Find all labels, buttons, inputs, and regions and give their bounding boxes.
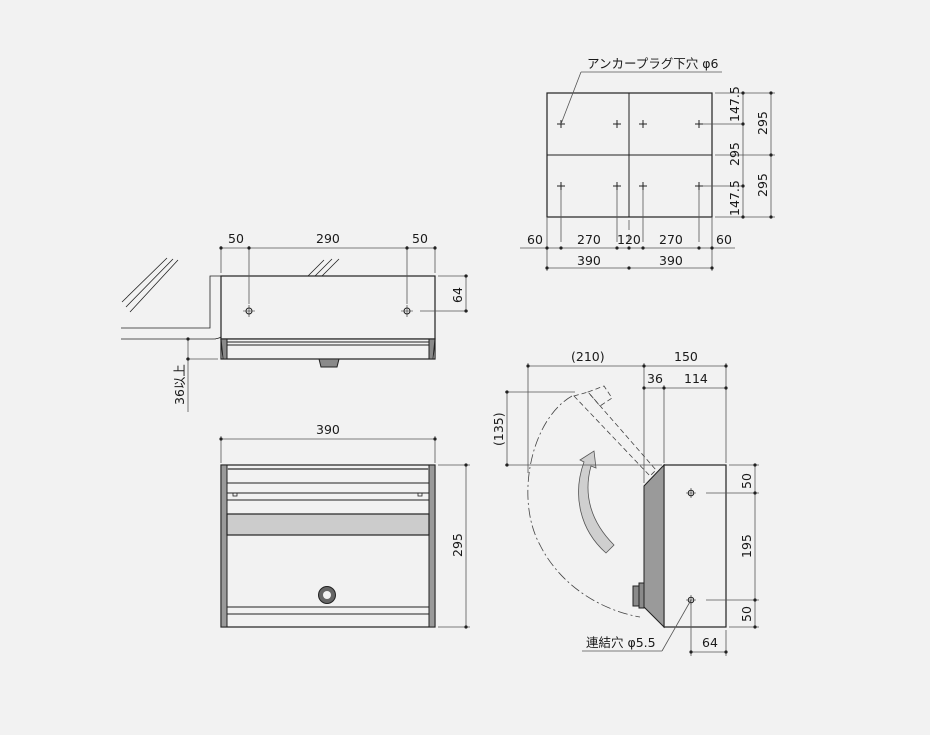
dim-390-left: 390 [577,253,601,268]
dim-120: 120 [617,232,641,247]
dim-195: 195 [739,534,754,558]
dim-114: 114 [684,371,708,386]
front-view: 390 295 [219,422,470,629]
dim-hole-offset-64: 64 [702,635,718,650]
side-view: 連結穴 φ5.5 (210) 150 36 114 (135) 50 195 5… [491,349,759,656]
opening-arrow-icon [578,450,615,554]
dim-64: 64 [450,287,465,303]
handle-icon [318,358,340,368]
dim-open-height: (135) [491,412,506,446]
dim-295-outer-bottom: 295 [755,173,770,197]
dim-290: 290 [316,231,340,246]
dim-390-width: 390 [316,422,340,437]
dim-50-right: 50 [412,231,428,246]
dim-50-left: 50 [228,231,244,246]
anchor-hole-icon [557,120,703,190]
dim-147.5-bottom: 147.5 [727,180,742,216]
dim-60-right: 60 [716,232,732,247]
connecting-hole-callout: 連結穴 φ5.5 [586,635,656,650]
dim-295-outer-top: 295 [755,111,770,135]
lid-profile [643,463,665,629]
clearance-label: 36以上 [172,364,187,405]
dim-390-right: 390 [659,253,683,268]
dim-270-left: 270 [577,232,601,247]
dim-60-left: 60 [527,232,543,247]
dim-270-right: 270 [659,232,683,247]
dim-50-bottom: 50 [739,606,754,622]
top-view: 50 290 50 64 36以上 [121,231,468,412]
dim-36: 36 [647,371,663,386]
dim-150: 150 [674,349,698,364]
dim-147.5-top: 147.5 [727,86,742,122]
anchor-plan-view: アンカープラグ下穴 φ6 60 270 120 270 60 390 390 1… [520,56,775,271]
dim-open-reach: (210) [571,349,605,364]
mounting-hole-icon [243,305,413,317]
anchor-hole-callout: アンカープラグ下穴 φ6 [587,56,718,71]
mail-slot-band [226,513,430,536]
dim-295-height: 295 [450,533,465,557]
dim-295-inner: 295 [727,142,742,166]
dim-50-top: 50 [739,473,754,489]
